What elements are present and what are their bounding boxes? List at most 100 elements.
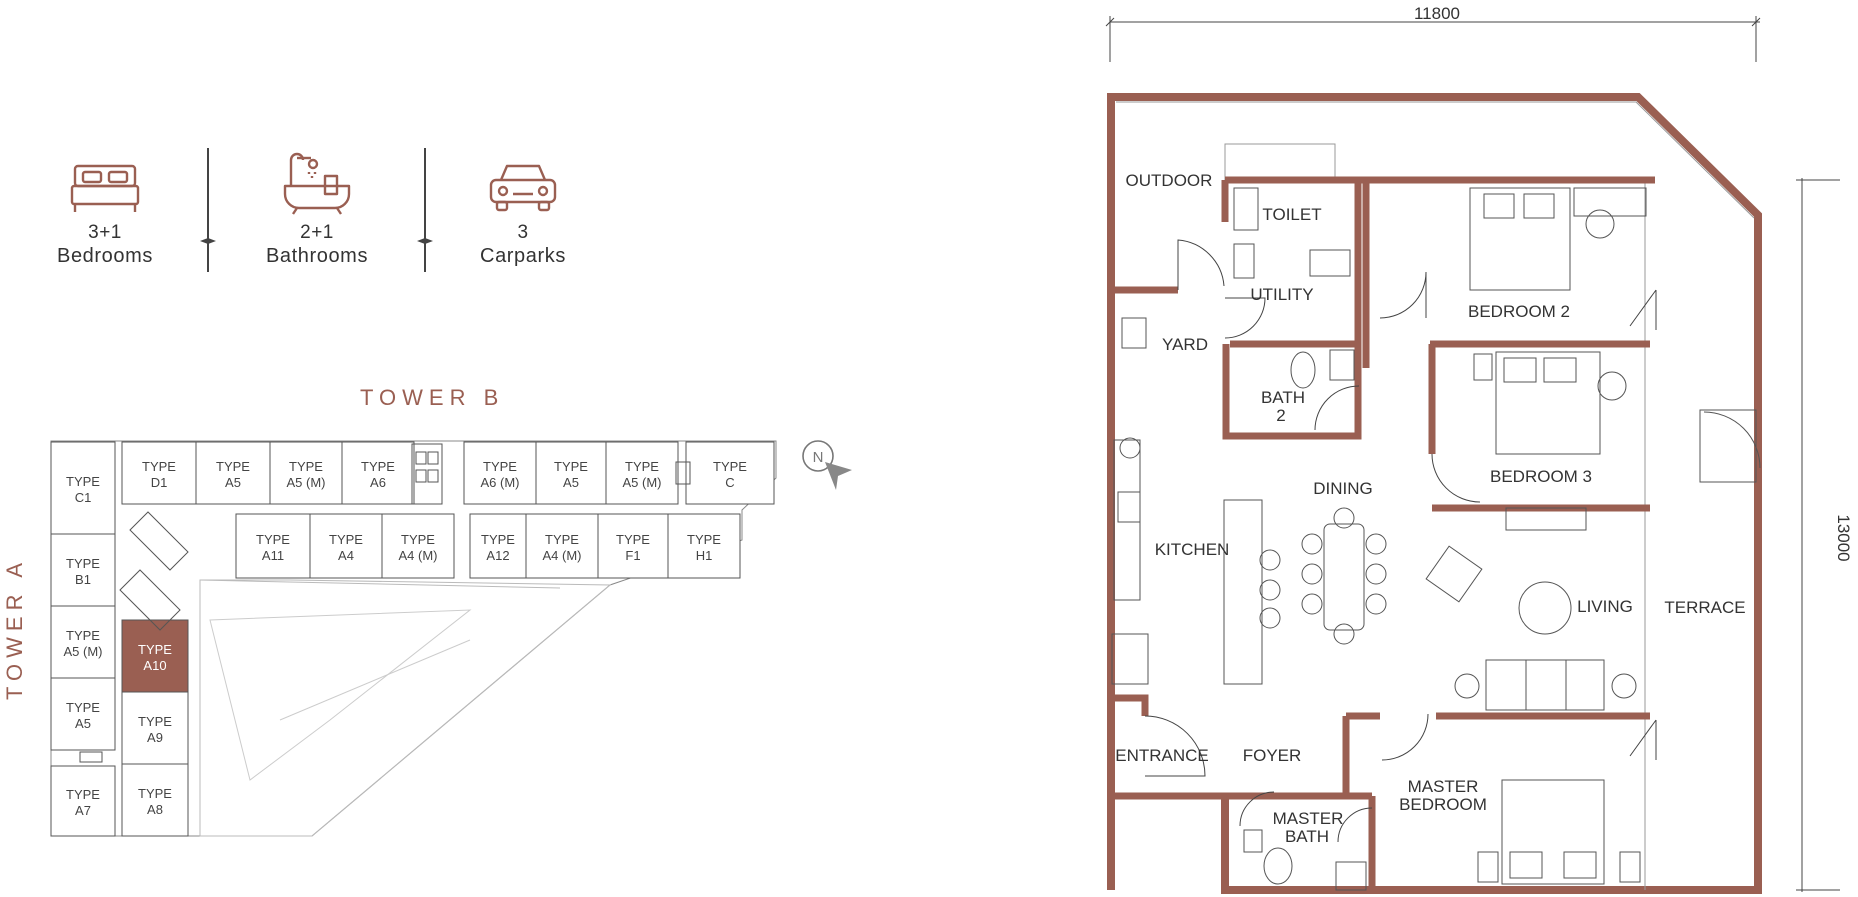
north-label: N [813,449,824,466]
exterior-walls [1107,93,1762,894]
mid-row-unit-3-line2: A12 [486,548,509,563]
top-row-unit-4-line1: TYPE [483,459,517,474]
inner-col-unit-2-line1: TYPE [138,786,172,801]
mid-row-unit-6-line1: TYPE [687,532,721,547]
top-row-unit-4-line2: A6 (M) [481,475,520,490]
left-col-unit-2-line1: TYPE [66,628,100,643]
room-yard: YARD [1162,335,1208,354]
room-toilet: TOILET [1262,205,1321,224]
mid-row-unit-5-line1: TYPE [616,532,650,547]
top-row-unit-3-line1: TYPE [361,459,395,474]
divider-diamonds [200,238,433,244]
top-row-unit-7-line1: TYPE [713,459,747,474]
top-row-unit-5-line1: TYPE [554,459,588,474]
room-master-bath-line1: MASTER [1273,809,1344,828]
car-icon [489,164,557,212]
left-col-unit-3-line1: TYPE [66,700,100,715]
room-bath2-line2: 2 [1276,406,1285,425]
inner-col-unit-1-line2: A9 [147,730,163,745]
mid-row-unit-3-line1: TYPE [481,532,515,547]
mid-row-unit-0-line2: A11 [262,548,284,563]
bedrooms-stat: 3+1 Bedrooms [20,160,190,268]
top-row-unit-0-line1: TYPE [142,459,176,474]
room-utility: UTILITY [1250,285,1313,304]
bedrooms-label: Bedrooms [57,245,153,267]
room-bath2-line1: BATH [1261,388,1305,407]
bed-icon [70,164,140,212]
inner-col-unit-0-line1: TYPE [138,642,172,657]
inner-col-unit-0-line2: A10 [143,658,166,673]
top-row-unit-6-line1: TYPE [625,459,659,474]
stat-divider [207,148,209,272]
carparks-label: Carparks [480,245,566,267]
interior-walls [1111,176,1655,890]
bedrooms-value: 3+1 [88,222,122,243]
mid-row-unit-5-line2: F1 [625,548,640,563]
height-dimension-label: 13000 [1834,514,1853,561]
height-dimension [1796,178,1840,892]
top-row-unit-1-line1: TYPE [216,459,250,474]
room-dining: DINING [1313,479,1373,498]
doors [1144,239,1657,843]
room-bedroom2: BEDROOM 2 [1468,302,1570,321]
bathrooms-label: Bathrooms [265,245,369,267]
inner-col-unit-1-line1: TYPE [138,714,172,729]
width-dimension [1105,16,1761,62]
room-outdoor: OUTDOOR [1126,171,1213,190]
top-row-unit-5-line2: A5 [563,475,579,490]
left-col-unit-1-line2: B1 [75,572,91,587]
top-row-unit-3-line2: A6 [370,475,386,490]
mid-row-unit-4-line1: TYPE [545,532,579,547]
north-arrow-icon: N [802,440,852,490]
mid-row-unit-6-line2: H1 [696,548,713,563]
room-entrance: ENTRANCE [1115,746,1209,765]
mid-row-unit-1-line2: A4 [338,548,354,563]
carparks-value: 3 [517,222,529,243]
top-row-unit-7-line2: C [725,475,734,490]
room-master-bedroom-line1: MASTER [1408,777,1479,796]
left-col-unit-0-line1: TYPE [66,474,100,489]
left-col-unit-4-line2: A7 [75,803,91,818]
room-living: LIVING [1577,597,1633,616]
width-dimension-label: 11800 [1414,4,1460,23]
left-col-unit-1-line1: TYPE [66,556,100,571]
mid-row-unit-1-line1: TYPE [329,532,363,547]
room-bedroom3: BEDROOM 3 [1490,467,1592,486]
furniture [1111,187,1761,891]
room-terrace: TERRACE [1664,598,1745,617]
top-row-unit-6-line2: A5 (M) [623,475,662,490]
inner-col-unit-2-line2: A8 [147,802,163,817]
bathtub-icon [283,152,351,215]
mid-row-unit-0-line1: TYPE [256,532,290,547]
stat-divider [424,148,426,272]
mid-row-unit-4-line2: A4 (M) [543,548,582,563]
top-row-unit-2-line2: A5 (M) [287,475,326,490]
bathrooms-value: 2+1 [300,222,334,243]
mid-row-unit-2-line2: A4 (M) [399,548,438,563]
room-kitchen: KITCHEN [1155,540,1230,559]
left-col-unit-4-line1: TYPE [66,787,100,802]
tower-b-label: TOWER B [360,385,505,410]
mid-row-unit-2-line1: TYPE [401,532,435,547]
carparks-stat: 3 Carparks [438,160,608,268]
